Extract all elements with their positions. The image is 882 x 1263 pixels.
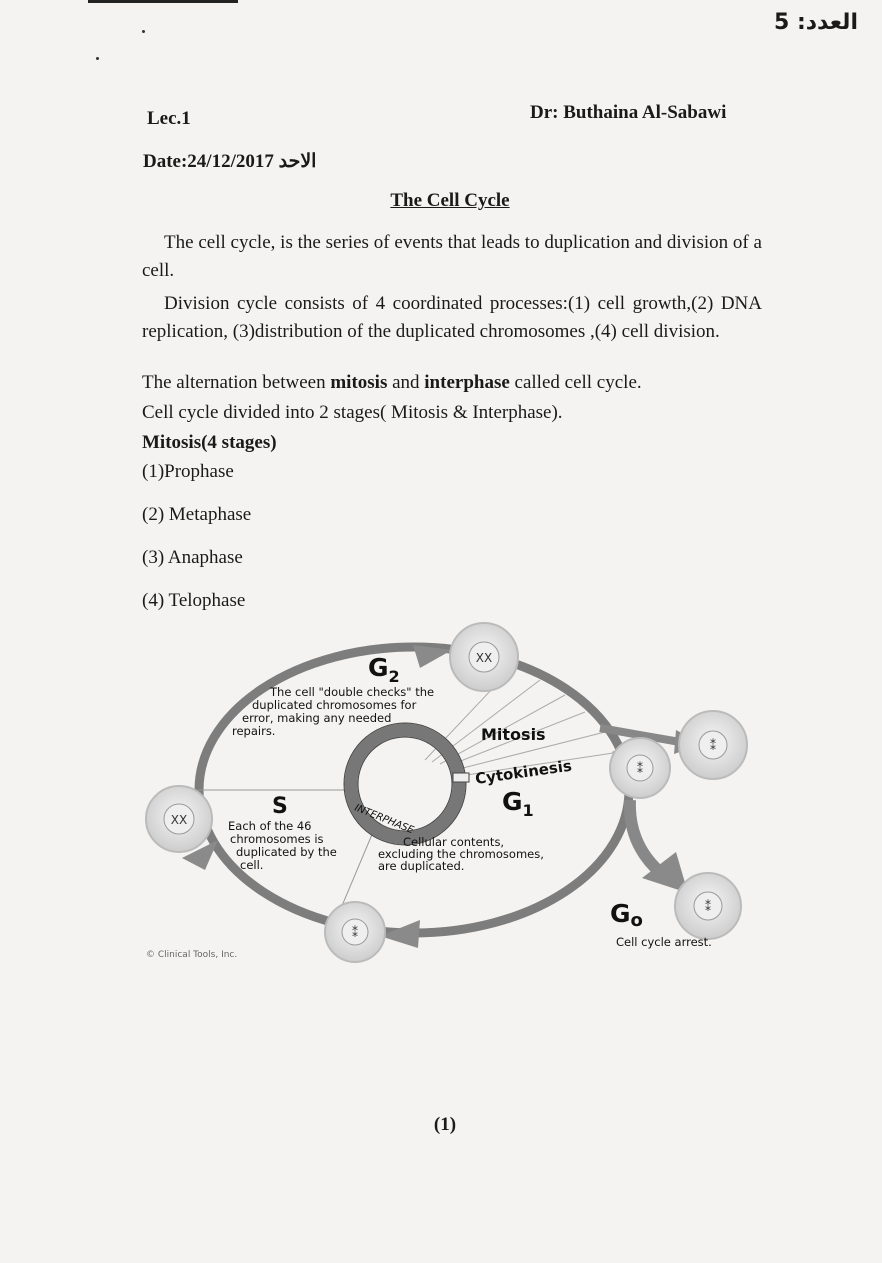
g0-description: Cell cycle arrest.: [616, 935, 712, 949]
svg-text:error, making any needed: error, making any needed: [242, 711, 391, 725]
paragraph-definition: The cell cycle, is the series of events …: [142, 232, 762, 281]
g2-description: The cell "double checks" the duplicated …: [232, 685, 434, 738]
interphase-term: interphase: [424, 372, 510, 393]
svg-text:cell.: cell.: [240, 858, 263, 872]
phase-item: (1)Prophase: [142, 461, 234, 482]
alternation-line: The alternation between mitosis and inte…: [142, 372, 642, 394]
alternation-text: and: [387, 372, 425, 393]
g2-label: G2: [368, 653, 400, 686]
lecture-date: Date:24/12/2017 الاحد: [143, 151, 317, 172]
cell-icon: XX: [449, 622, 519, 692]
svg-text:⁑: ⁑: [637, 761, 643, 776]
svg-text:duplicated by the: duplicated by the: [236, 845, 337, 859]
g0-label: Go: [610, 899, 643, 931]
arrow-icon: [182, 840, 218, 870]
svg-text:Cellular contents,: Cellular contents,: [403, 835, 504, 849]
stages-line: Cell cycle divided into 2 stages( Mitosi…: [142, 402, 563, 423]
page-number: (1): [433, 1114, 457, 1135]
svg-text:⁑: ⁑: [352, 925, 358, 940]
svg-text:are duplicated.: are duplicated.: [378, 859, 464, 873]
phase-item: (2) Metaphase: [142, 504, 252, 525]
phase-item: (3) Anaphase: [142, 547, 243, 568]
copyright-note: © Clinical Tools, Inc.: [146, 950, 237, 960]
scan-speck: [142, 30, 145, 33]
svg-text:chromosomes is: chromosomes is: [230, 832, 324, 846]
arrow-icon: [413, 645, 452, 668]
svg-text:XX: XX: [476, 651, 492, 665]
svg-text:duplicated chromosomes for: duplicated chromosomes for: [252, 698, 417, 712]
s-label: S: [272, 794, 288, 819]
mitosis-label: Mitosis: [481, 725, 546, 744]
arrow-icon: [642, 852, 688, 893]
cell-cycle-diagram: XX XX ⁑ ⁑ ⁑ ⁑ G2 The cell "double checks…: [145, 622, 748, 963]
svg-text:Each of the 46: Each of the 46: [228, 819, 311, 833]
lecture-number: Lec.1: [147, 108, 191, 129]
mitosis-term: mitosis: [330, 372, 388, 393]
paragraph-processes: Division cycle consists of 4 coordinated…: [142, 293, 762, 342]
g1-description: Cellular contents, excluding the chromos…: [378, 835, 544, 873]
cell-icon: ⁑: [674, 872, 742, 940]
cell-icon: ⁑: [678, 710, 748, 780]
svg-text:⁑: ⁑: [710, 738, 716, 753]
arrow-icon: [380, 920, 420, 948]
phase-item: (4) Telophase: [142, 590, 246, 611]
svg-text:XX: XX: [171, 813, 187, 827]
g1-label: G1: [502, 787, 534, 820]
page-title: The Cell Cycle: [390, 190, 510, 211]
top-scan-line: [88, 0, 238, 3]
svg-text:⁑: ⁑: [705, 899, 711, 914]
cell-icon: XX: [145, 785, 213, 853]
doctor-name: Dr: Buthaina Al-Sabawi: [530, 102, 727, 123]
scan-speck: [96, 57, 99, 60]
s-description: Each of the 46 chromosomes is duplicated…: [228, 819, 337, 872]
svg-text:repairs.: repairs.: [232, 724, 275, 738]
cell-icon: ⁑: [324, 901, 386, 963]
svg-text:excluding the chromosomes,: excluding the chromosomes,: [378, 847, 544, 861]
issue-number: العدد: 5: [774, 10, 858, 35]
cell-icon: ⁑: [609, 737, 671, 799]
alternation-text: The alternation between: [142, 372, 331, 393]
cytokinesis-marker: [452, 772, 470, 783]
mitosis-heading: Mitosis(4 stages): [142, 432, 277, 453]
interphase-ring: [344, 723, 466, 845]
alternation-text: called cell cycle.: [509, 372, 642, 393]
svg-text:The cell "double checks" the: The cell "double checks" the: [269, 685, 434, 699]
